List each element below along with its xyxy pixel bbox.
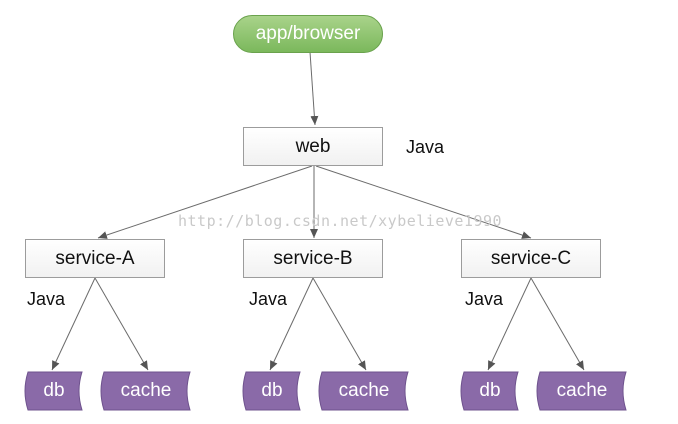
edge-client-web — [309, 51, 319, 126]
edge-web-service-a — [97, 165, 313, 239]
service-a-cache-shape — [100, 371, 191, 411]
service-b-node: service-B — [243, 239, 383, 278]
edge-service-c-cache — [530, 277, 585, 371]
service-b-cache: cache — [318, 372, 410, 410]
service-b-db-shape — [242, 371, 301, 411]
web-label: web — [295, 135, 331, 157]
edge-service-b-db — [269, 277, 314, 371]
service-c-db-shape — [460, 371, 519, 411]
service-a-node: service-A — [25, 239, 165, 278]
service-b-db: db — [242, 372, 302, 410]
service-c-cache: cache — [536, 372, 628, 410]
edge-service-c-db — [487, 277, 532, 371]
edge-service-b-cache — [312, 277, 367, 371]
service-c-cache-label: cache — [556, 380, 608, 401]
service-a-cache-label: cache — [120, 380, 172, 401]
service-c-db: db — [460, 372, 520, 410]
service-b-db-label: db — [261, 380, 283, 401]
web-node: web — [243, 127, 383, 166]
service-a-lang-label: Java — [27, 289, 66, 309]
store-shapes — [24, 371, 627, 411]
service-a-db-label: db — [43, 380, 65, 401]
service-c-label: service-C — [490, 247, 572, 269]
client-node: app/browser — [233, 15, 383, 53]
edge-service-a-cache — [94, 277, 149, 371]
service-a-cache: cache — [100, 372, 192, 410]
service-a-label: service-A — [55, 247, 135, 269]
edge-service-a-db — [51, 277, 96, 371]
service-c-db-label: db — [479, 380, 501, 401]
edge-web-service-c — [315, 165, 532, 239]
service-a-db: db — [24, 372, 84, 410]
service-b-label: service-B — [273, 247, 353, 269]
service-a-db-shape — [24, 371, 83, 411]
web-lang-label: Java — [406, 137, 445, 157]
client-label: app/browser — [255, 23, 361, 44]
service-c-lang-label: Java — [465, 289, 504, 309]
service-b-cache-shape — [318, 371, 409, 411]
service-c-cache-shape — [536, 371, 627, 411]
service-c-node: service-C — [461, 239, 601, 278]
service-b-cache-label: cache — [338, 380, 390, 401]
watermark: http://blog.csdn.net/xybelieve1990 — [178, 212, 503, 230]
service-b-lang-label: Java — [249, 289, 288, 309]
